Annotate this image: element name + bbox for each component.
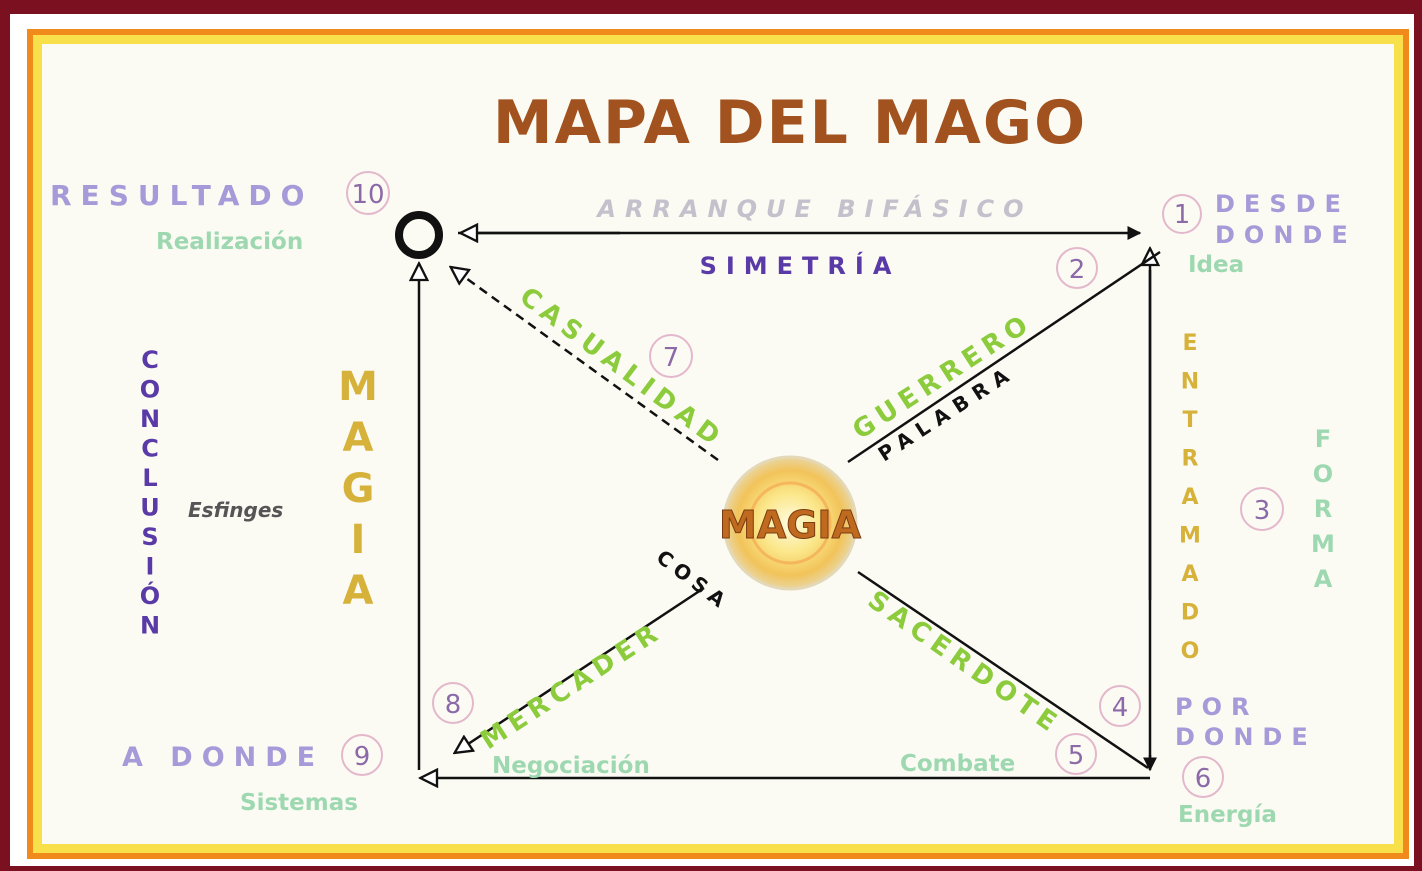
conclusion-letter: Ó: [140, 580, 160, 610]
magia-side-letter: I: [351, 517, 366, 563]
number-8: 8: [445, 690, 462, 720]
conclusion-letter: S: [141, 523, 158, 551]
label-por: POR: [1175, 693, 1258, 721]
forma-letter: F: [1315, 425, 1331, 453]
entramado-letter: M: [1179, 524, 1201, 549]
label-realizacion: Realización: [156, 229, 303, 255]
border-orange: [27, 29, 1409, 859]
entramado-letter: A: [1181, 485, 1198, 510]
number-2: 2: [1069, 255, 1086, 285]
number-3: 3: [1254, 496, 1271, 526]
entramado-letter: A: [1181, 562, 1198, 587]
number-4: 4: [1112, 693, 1129, 723]
label-donde-top: DONDE: [1215, 221, 1357, 249]
label-resultado: RESULTADO: [50, 179, 313, 212]
number-10: 10: [351, 180, 384, 210]
magia-side-letter: G: [342, 466, 375, 512]
conclusion-letter: L: [142, 464, 157, 492]
number-circle-1: [1162, 194, 1202, 234]
conclusion-letter: U: [140, 494, 160, 522]
center-label: MAGIA: [719, 503, 862, 547]
number-circle-2: [1056, 247, 1098, 289]
number-circle-8: [432, 682, 474, 724]
magia-side-letter: A: [343, 415, 374, 461]
entramado-letter: R: [1182, 447, 1199, 472]
label-combate: Combate: [900, 751, 1015, 777]
entramado-letter: E: [1182, 331, 1197, 356]
number-circle-9: [341, 734, 383, 776]
number-circle-10: [346, 171, 390, 215]
entramado-letter: D: [1181, 601, 1199, 626]
forma-letter: O: [1313, 460, 1333, 488]
entramado-letter: O: [1181, 639, 1200, 664]
number-1: 1: [1174, 200, 1191, 230]
sun-disc: [722, 455, 858, 591]
forma-letter: M: [1311, 530, 1335, 558]
number-circle-3: [1240, 487, 1284, 531]
forma-letter: R: [1314, 495, 1332, 523]
number-circle-4: [1099, 685, 1141, 727]
diag-sacerdote-line: [857, 570, 1149, 770]
number-6: 6: [1195, 764, 1212, 794]
magia-side-letter: A: [343, 568, 374, 614]
center-magia-sun: MAGIA: [719, 455, 862, 591]
number-circle-7: [649, 334, 693, 378]
label-a-donde: A DONDE: [122, 742, 324, 773]
edge-lines: [419, 233, 1161, 778]
diag-mercader-arrow: [456, 586, 705, 752]
number-7: 7: [663, 343, 680, 373]
magia-vertical: MAGIA: [338, 364, 378, 614]
label-idea: Idea: [1188, 252, 1244, 278]
label-energia: Energía: [1178, 802, 1277, 828]
magia-side-letter: M: [338, 364, 378, 410]
label-simetria: SIMETRÍA: [700, 251, 901, 280]
page-title: MAPA DEL MAGO: [493, 88, 1087, 158]
entramado-letter: T: [1182, 408, 1197, 433]
conclusion-letter: O: [140, 376, 160, 404]
diag-casualidad-arrow: [452, 268, 719, 462]
label-esfinges: Esfinges: [188, 498, 283, 522]
forma-letter: A: [1314, 565, 1333, 593]
label-donde-bottom: DONDE: [1175, 723, 1317, 751]
conclusion-letter: N: [140, 405, 160, 433]
number-5: 5: [1068, 741, 1085, 771]
diag-guerrero-line: [847, 250, 1161, 464]
entramado-letter: N: [1181, 370, 1199, 395]
label-negociacion: Negociación: [492, 753, 650, 779]
conclusion-letter: C: [141, 435, 159, 463]
label-sistemas: Sistemas: [240, 790, 358, 816]
conclusion-letter: C: [141, 346, 159, 374]
label-desde: DESDE: [1215, 190, 1350, 218]
conclusion-letter: I: [146, 553, 155, 581]
label-arranque-bifasico: ARRANQUE BIFÁSICO: [595, 194, 1032, 223]
number-circle-6: [1182, 756, 1224, 798]
number-9: 9: [354, 742, 371, 772]
paper-inner: [42, 44, 1394, 844]
result-node-circle: [395, 211, 443, 259]
conclusion-letter: N: [140, 612, 160, 640]
sun-inner-ring: [748, 481, 832, 565]
number-circle-5: [1055, 733, 1097, 775]
